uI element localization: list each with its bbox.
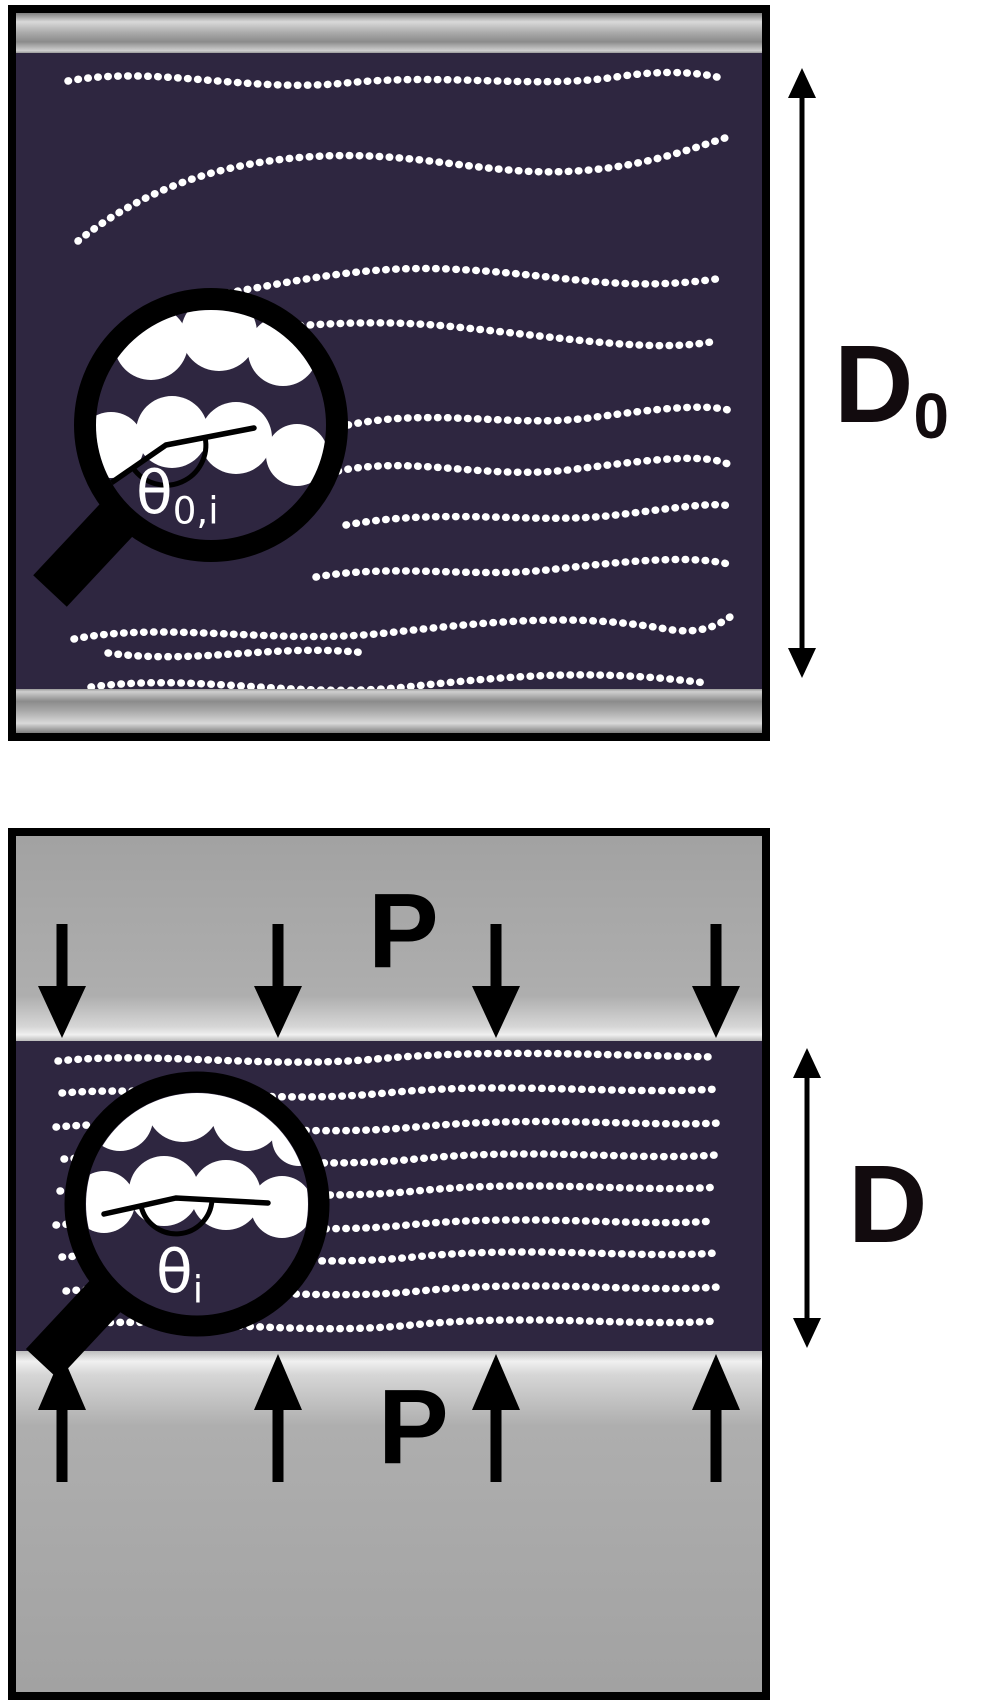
bond-angle-arc bbox=[138, 1199, 215, 1237]
pressure-arrows bbox=[38, 924, 740, 1482]
gap-symbol: D bbox=[848, 1143, 928, 1266]
monomer-bead bbox=[96, 412, 144, 478]
monomer-bead bbox=[200, 402, 272, 474]
magnifier-handle bbox=[25, 1273, 129, 1380]
gap-symbol: D bbox=[834, 323, 914, 446]
polymer-chain bbox=[70, 613, 734, 643]
magnifier-handle bbox=[33, 498, 139, 607]
monomer-bead bbox=[129, 1156, 199, 1226]
gap-subscript: 0 bbox=[913, 379, 949, 452]
theta-subscript: 0,i bbox=[172, 488, 219, 533]
polymer-melt-region-uncompressed bbox=[16, 53, 762, 689]
polymer-chain bbox=[52, 1117, 724, 1135]
polymer-chain bbox=[312, 555, 736, 581]
polymer-chain bbox=[64, 68, 728, 89]
polymer-chain bbox=[334, 454, 734, 477]
compressed-system-panel: P P θi bbox=[8, 828, 770, 1700]
theta-label-compressed: θi bbox=[156, 1242, 203, 1309]
bond-angle-lines bbox=[108, 425, 257, 486]
pressure-label-top: P bbox=[368, 872, 439, 990]
gap-arrow-d bbox=[793, 1048, 821, 1348]
polymer-chain bbox=[87, 671, 710, 689]
top-plate bbox=[16, 13, 762, 53]
magnifier-compressed bbox=[25, 1071, 330, 1380]
gap-label-d0: D0 bbox=[834, 330, 949, 449]
top-plate-thick bbox=[16, 836, 762, 1041]
monomer-bead bbox=[251, 1176, 308, 1238]
pressure-arrows-down bbox=[38, 924, 740, 1038]
polymer-chain bbox=[74, 133, 732, 245]
bottom-plate-thick bbox=[16, 1351, 762, 1692]
theta-symbol: θ bbox=[156, 1237, 193, 1307]
monomer-bead bbox=[191, 1160, 261, 1230]
magnifier-uncompressed bbox=[33, 288, 348, 607]
pressure-label-bottom: P bbox=[378, 1368, 449, 1486]
theta-label-uncompressed: θ0,i bbox=[136, 463, 219, 530]
polymer-chain bbox=[104, 646, 370, 661]
monomer-bead bbox=[266, 424, 326, 486]
pressure-arrows-up bbox=[38, 1354, 740, 1482]
bond-angle-arc bbox=[130, 436, 209, 488]
monomer-bead bbox=[86, 1171, 135, 1233]
monomer-bead bbox=[146, 1093, 220, 1142]
monomer-bead bbox=[181, 310, 257, 371]
polymer-chain bbox=[342, 500, 738, 529]
bottom-plate bbox=[16, 689, 762, 733]
gap-label-d: D bbox=[848, 1150, 927, 1269]
polymer-chain bbox=[344, 403, 736, 429]
polymer-chain bbox=[54, 1049, 720, 1066]
theta-symbol: θ bbox=[136, 458, 173, 528]
theta-subscript: i bbox=[192, 1267, 204, 1312]
uncompressed-system-panel: θ0,i bbox=[8, 5, 770, 741]
bond-angle-lines bbox=[101, 1195, 271, 1217]
polymer-chain bbox=[184, 264, 720, 303]
gap-arrow-d0 bbox=[788, 68, 816, 678]
